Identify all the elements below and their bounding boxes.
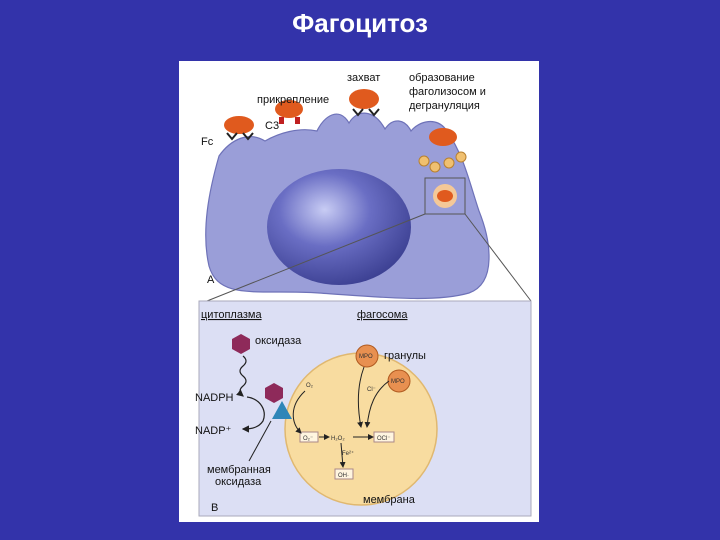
species-ocl: OCl⁻	[377, 436, 391, 442]
label-cytoplasm: цитоплазма	[201, 309, 262, 321]
nucleus	[267, 169, 411, 285]
label-granules: гранулы	[384, 350, 426, 362]
bacterium-fc	[224, 116, 254, 139]
label-c3: C3	[265, 120, 279, 132]
species-fe: Fe²⁺	[342, 450, 354, 457]
label-membrane-oxidase-1: мембранная	[207, 464, 271, 476]
species-o2: O₂	[306, 383, 314, 389]
slide-title: Фагоцитоз	[0, 8, 720, 39]
label-attachment: прикрепление	[257, 94, 329, 106]
phagocytosis-figure: захват прикрепление C3 Fc образование фа…	[179, 61, 539, 522]
label-membrane-oxidase-2: оксидаза	[215, 476, 262, 488]
figure-panel: захват прикрепление C3 Fc образование фа…	[179, 61, 539, 522]
label-membrane: мембрана	[363, 494, 416, 506]
species-h2o2: H₂O₂	[331, 436, 345, 442]
granule-mpo-2: MPO	[388, 370, 410, 392]
label-oxidase: оксидаза	[255, 335, 302, 347]
label-phagolysosome-3: дегрануляция	[409, 100, 480, 112]
label-phagolysosome-2: фаголизосом и	[409, 86, 486, 98]
species-mpo-2: MPO	[391, 379, 405, 385]
label-fc: Fc	[201, 136, 214, 148]
label-nadp: NADP⁺	[195, 425, 232, 437]
label-nadph: NADPH	[195, 392, 234, 404]
panel-a-letter: A	[207, 274, 215, 286]
label-capture: захват	[347, 72, 380, 84]
species-cl: Cl⁻	[367, 387, 376, 393]
species-oh: OH·	[338, 473, 349, 479]
species-mpo-1: MPO	[359, 354, 373, 360]
species-superoxide: O₂⁻	[303, 436, 313, 442]
granule-mpo-1: MPO	[356, 345, 378, 367]
label-phagolysosome-1: образование	[409, 72, 475, 84]
label-phagosome: фагосома	[357, 309, 408, 321]
bacterium-capture	[349, 89, 379, 115]
panel-b-letter: B	[211, 502, 218, 514]
